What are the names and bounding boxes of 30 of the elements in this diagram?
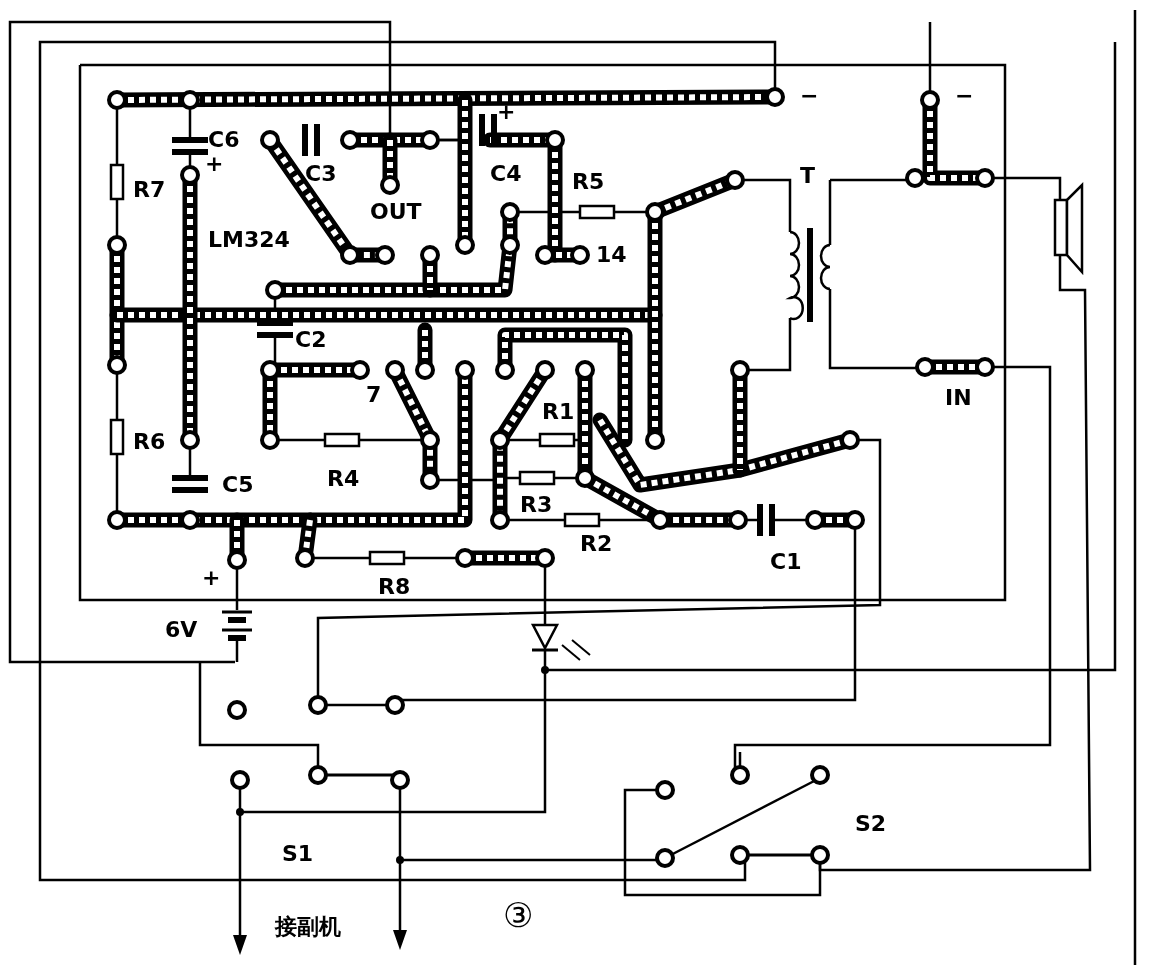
component-label: R1 bbox=[542, 400, 575, 424]
pin-label: IN bbox=[945, 386, 972, 410]
component-label: C3 bbox=[305, 162, 337, 186]
polarity-mark: + bbox=[202, 566, 221, 590]
switch-label: S2 bbox=[855, 812, 887, 836]
component-label: C6 bbox=[208, 128, 240, 152]
component-label: R3 bbox=[520, 493, 553, 517]
component-label: C2 bbox=[295, 328, 327, 352]
component-label: R6 bbox=[133, 430, 166, 454]
polarity-mark: + bbox=[205, 152, 224, 176]
caption-text: 接副机 bbox=[275, 915, 341, 939]
component-label: C5 bbox=[222, 473, 254, 497]
polarity-mark: − bbox=[955, 84, 974, 108]
component-label: R2 bbox=[580, 532, 613, 556]
pin-label: OUT bbox=[370, 200, 422, 224]
switch-label: S1 bbox=[282, 842, 314, 866]
pin-label: 7 bbox=[366, 383, 382, 407]
figure-number: ③ bbox=[503, 896, 534, 934]
chip-label: LM324 bbox=[208, 228, 290, 252]
component-label: R7 bbox=[133, 178, 166, 202]
pin-label: 14 bbox=[596, 243, 627, 267]
polarity-mark: − bbox=[800, 84, 819, 108]
component-label: R4 bbox=[327, 467, 360, 491]
component-label: C4 bbox=[490, 162, 522, 186]
component-label: R8 bbox=[378, 575, 411, 599]
component-label: R5 bbox=[572, 170, 605, 194]
voltage-label: 6V bbox=[165, 618, 198, 642]
polarity-mark: + bbox=[497, 100, 516, 124]
component-label: C1 bbox=[770, 550, 802, 574]
component-label: T bbox=[800, 164, 815, 188]
